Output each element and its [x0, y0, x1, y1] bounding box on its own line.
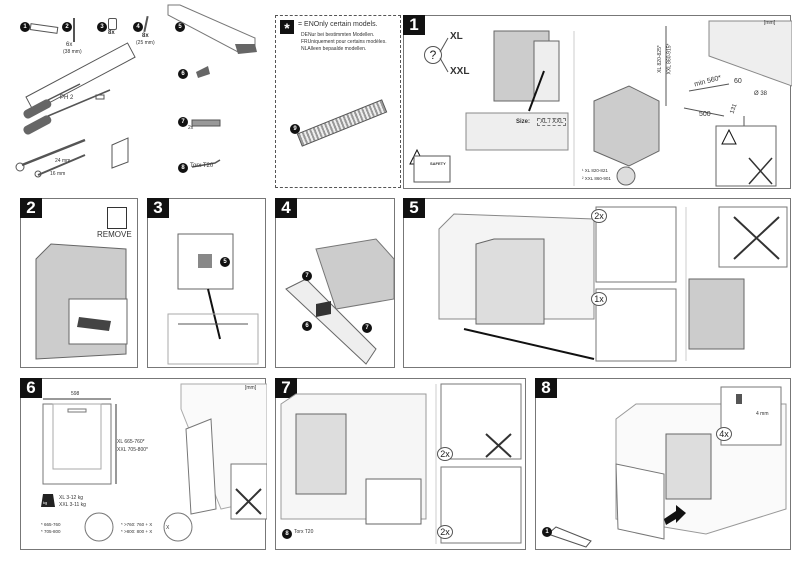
part-4-size: (25 mm): [136, 40, 155, 46]
step-6-drawing: [41, 383, 267, 542]
note-en: = ENOnly certain models.: [298, 21, 378, 28]
part-badge-6: 6: [178, 69, 188, 79]
base-strip-drawing: [296, 99, 388, 147]
dim-60: 60: [734, 78, 742, 85]
screw-38-icon: [73, 18, 75, 42]
step-number: 4: [275, 198, 297, 218]
step-7-panel: 7 2x 2x 8 Torx T20: [275, 378, 526, 550]
note-705: * 705-800: [41, 529, 61, 534]
unit-label: [mm]: [764, 20, 776, 26]
foot-xl: ¹ XL 820-821: [582, 168, 608, 173]
panel-width: 598: [71, 391, 80, 397]
part-badge-7a: 7: [302, 271, 312, 281]
hole-dim: Ø 38: [754, 91, 768, 97]
size-xxl: XXL: [450, 66, 470, 77]
part-2-size: (38 mm): [63, 49, 82, 55]
step-number: 8: [535, 378, 557, 398]
weight-xxl: XXL 3-11 kg: [59, 502, 86, 508]
step-4-panel: 4 7 6 7: [275, 198, 395, 368]
part-badge-8: 8: [282, 529, 292, 539]
rating-size-value: XL / XXL: [537, 118, 567, 126]
part-7-qty: 2x: [188, 125, 194, 131]
wrench-16-label: 16 mm: [50, 171, 66, 177]
height-xxl: XXL 705-800*: [117, 447, 148, 453]
part-badge-6: 6: [302, 321, 312, 331]
size-xl: XL: [450, 31, 463, 42]
asterisk-icon: *: [280, 20, 294, 36]
weight-icon: kg: [43, 500, 48, 505]
wrench-24-label: 24 mm: [55, 158, 71, 164]
step-8-panel: 8 4x 4 mm 1: [535, 378, 791, 550]
dowel-icon: [108, 18, 117, 30]
part-badge-7b: 7: [362, 323, 372, 333]
torx-label: Torx T20: [294, 529, 314, 535]
step-number: 6: [20, 378, 42, 398]
part-badge-9: 9: [290, 124, 300, 134]
rating-size-label: Size:: [516, 119, 531, 125]
note-800: * >800: 800 + X: [121, 529, 153, 534]
gap-dim: 4 mm: [756, 411, 769, 417]
part-badge-8: 8: [178, 163, 188, 173]
step-8-drawing: [547, 386, 787, 548]
height-xl: XL 820-825*: [656, 45, 663, 73]
step-1-drawing: [409, 20, 792, 187]
weight-xl: XL 3-12 kg: [59, 495, 83, 501]
part-badge-2: 2: [62, 22, 72, 32]
step-6-panel: 6 598 [mm] XL 665-760* XXL 705-800* kg X…: [20, 378, 267, 550]
trash-bin-icon: [107, 207, 127, 229]
step-number: 7: [275, 378, 297, 398]
part-badge-4: 4: [133, 22, 143, 32]
part-badge-1: 1: [542, 527, 552, 537]
step-5-drawing: [438, 206, 788, 362]
part-badge-3: 3: [97, 22, 107, 32]
count-1x: 1x: [591, 292, 607, 306]
height-xl: XL 665-760*: [117, 439, 145, 445]
part-badge-5: 5: [220, 257, 230, 267]
step-number: 3: [147, 198, 169, 218]
count-4x: 4x: [716, 427, 732, 441]
step-number: 1: [403, 15, 425, 35]
part-badge-1: 1: [20, 22, 30, 32]
step-2-panel: 2 REMOVE: [20, 198, 138, 368]
step-5-panel: 5 2x 1x: [403, 198, 791, 368]
step-number: 2: [20, 198, 42, 218]
x-dim: X: [166, 525, 170, 531]
unit-label: [mm]: [245, 385, 257, 391]
part-3-qty: 8x: [108, 30, 115, 36]
count-2x-b: 2x: [437, 525, 453, 539]
note-665: * 665-760: [41, 522, 61, 527]
remove-label: REMOVE: [97, 230, 132, 239]
note-de: DENur bei bestimmten Modellen.: [301, 32, 375, 38]
note-fr: FRUniquement pour certains modèles.: [301, 39, 387, 45]
foot-xxl: ² XXL 860-901: [582, 176, 611, 181]
safety-manual: SAFETY: [430, 161, 446, 166]
part-4-qty: 8x: [142, 33, 149, 39]
part-badge-7: 7: [178, 117, 188, 127]
step-1-panel: 1 ? XL XXL Size: XL / XXL SAFETY [mm] mi…: [403, 15, 792, 189]
part-2-qty: 6x: [66, 42, 73, 48]
torx-label: Torx T20: [190, 163, 214, 169]
step-number: 5: [403, 198, 425, 218]
note-nl: NLAlleen bepaalde modellen.: [301, 46, 367, 52]
note-760: * >760: 760 + X: [121, 522, 153, 527]
optional-models-note: * = ENOnly certain models. DENur bei bes…: [275, 15, 401, 188]
step-4-drawing: [285, 238, 395, 365]
count-2x-a: 2x: [437, 447, 453, 461]
depth-dim: 500: [699, 111, 711, 118]
step-7-drawing: [280, 383, 522, 544]
screwdriver-size: PH 2: [60, 95, 74, 101]
question-icon: ?: [424, 46, 442, 64]
count-2x: 2x: [591, 209, 607, 223]
step-2-drawing: [35, 243, 128, 360]
height-xxl: XXL 860-915*: [666, 43, 673, 75]
part-badge-5: 5: [175, 22, 185, 32]
step-3-drawing: [167, 233, 259, 365]
step-3-panel: 3 5: [147, 198, 266, 368]
